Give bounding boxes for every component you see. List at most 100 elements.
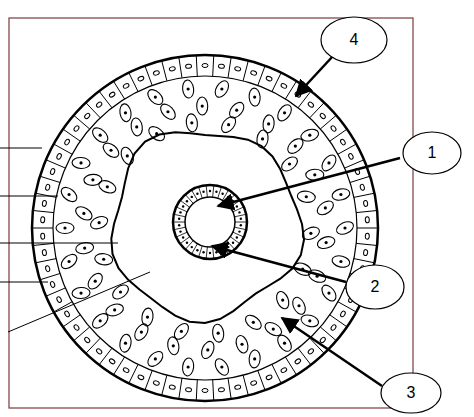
callout-text-holder: 2 [345, 264, 405, 310]
cortex-cell [104, 302, 124, 318]
cell-wall [354, 259, 375, 263]
cortex-cell [248, 88, 260, 107]
cell-nucleus [252, 321, 255, 324]
cell-nucleus [363, 249, 368, 256]
cortex-cell [132, 322, 151, 343]
cell-nucleus [215, 251, 217, 253]
callout-ellipse: 1 [402, 131, 462, 175]
leader-line [0, 243, 118, 244]
cell-wall [285, 81, 296, 99]
cortex-cell [89, 214, 110, 231]
cortex-cell [319, 152, 339, 173]
cell-nucleus [266, 76, 273, 82]
cell-wall [338, 144, 356, 154]
cell-wall [174, 214, 186, 216]
cell-wall [228, 57, 231, 78]
cell-wall [33, 243, 54, 245]
cell-wall [36, 259, 57, 263]
cell-wall [180, 237, 190, 244]
cell-wall [243, 61, 248, 81]
cell-nucleus [56, 153, 62, 160]
cell-nucleus [154, 95, 157, 98]
cell-wall [145, 66, 152, 86]
cell-wall [63, 315, 80, 327]
cortex-cell [335, 219, 356, 237]
cell-wall [357, 228, 378, 229]
pointer-arrow [212, 246, 346, 282]
cell-wall [230, 237, 240, 244]
cell-nucleus [67, 193, 70, 196]
cell-nucleus [325, 241, 328, 244]
cell-nucleus [99, 319, 102, 322]
cell-nucleus [330, 324, 337, 331]
cell-nucleus [190, 121, 193, 124]
cell-nucleus [267, 122, 270, 125]
cell-nucleus [238, 211, 240, 213]
leader-line [0, 148, 42, 149]
cell-wall [199, 187, 203, 198]
cell-wall [356, 243, 377, 245]
cell-nucleus [123, 83, 130, 89]
cell-wall [129, 364, 138, 383]
cell-nucleus [365, 233, 369, 239]
callout-text-holder: 1 [402, 131, 462, 175]
cell-wall [176, 232, 187, 237]
cortex-cell [145, 349, 166, 369]
cell-nucleus [99, 134, 102, 137]
cortex-cell [130, 117, 144, 137]
cell-nucleus [227, 246, 229, 248]
cortex-cell [279, 154, 300, 174]
cell-wall [145, 371, 152, 391]
cell-nucleus [215, 190, 217, 192]
cortex-cell [199, 340, 216, 361]
cell-wall [272, 73, 281, 92]
cell-wall [176, 207, 187, 212]
cell-nucleus [146, 315, 149, 318]
cell-nucleus [343, 226, 346, 229]
cell-wall [233, 207, 244, 212]
cell-nucleus [319, 112, 326, 119]
cortex-cell [274, 290, 291, 311]
callout-text-holder: 4 [320, 16, 388, 64]
cell-nucleus [124, 111, 127, 114]
cell-wall [74, 327, 90, 341]
cell-wall [206, 185, 207, 197]
cell-wall [233, 232, 244, 237]
cell-wall [54, 144, 72, 154]
cortex-cell [300, 313, 320, 329]
cell-nucleus [45, 184, 50, 191]
cell-nucleus [73, 125, 80, 132]
cell-nucleus [50, 281, 56, 288]
cell-wall [54, 302, 72, 312]
cell-nucleus [153, 70, 160, 76]
cell-nucleus [182, 236, 184, 238]
cell-wall [40, 176, 60, 182]
cortex-cell [316, 235, 337, 251]
cortex-cell [94, 253, 113, 266]
cortex-cell [234, 334, 250, 354]
cell-wall [213, 185, 214, 197]
cell-nucleus [220, 87, 223, 90]
cell-nucleus [172, 344, 175, 347]
epidermis-inner-edge [53, 76, 357, 380]
cell-nucleus [327, 291, 330, 294]
cell-nucleus [240, 224, 242, 226]
cell-nucleus [182, 205, 184, 207]
cell-nucleus [202, 190, 204, 192]
cell-nucleus [178, 218, 180, 220]
cell-nucleus [280, 367, 287, 373]
cell-wall [185, 195, 193, 204]
cortex-cell [243, 312, 264, 332]
cell-nucleus [236, 205, 238, 207]
cortex-cell [72, 157, 90, 169]
cell-nucleus [319, 336, 326, 343]
cell-nucleus [234, 66, 241, 71]
ellipse-shape [321, 17, 387, 63]
cell-nucleus [283, 111, 286, 114]
cortex-cell [212, 78, 231, 99]
cell-nucleus [79, 161, 82, 164]
cortex-cell [90, 311, 111, 331]
cell-nucleus [185, 387, 191, 392]
cell-wall [180, 200, 190, 207]
